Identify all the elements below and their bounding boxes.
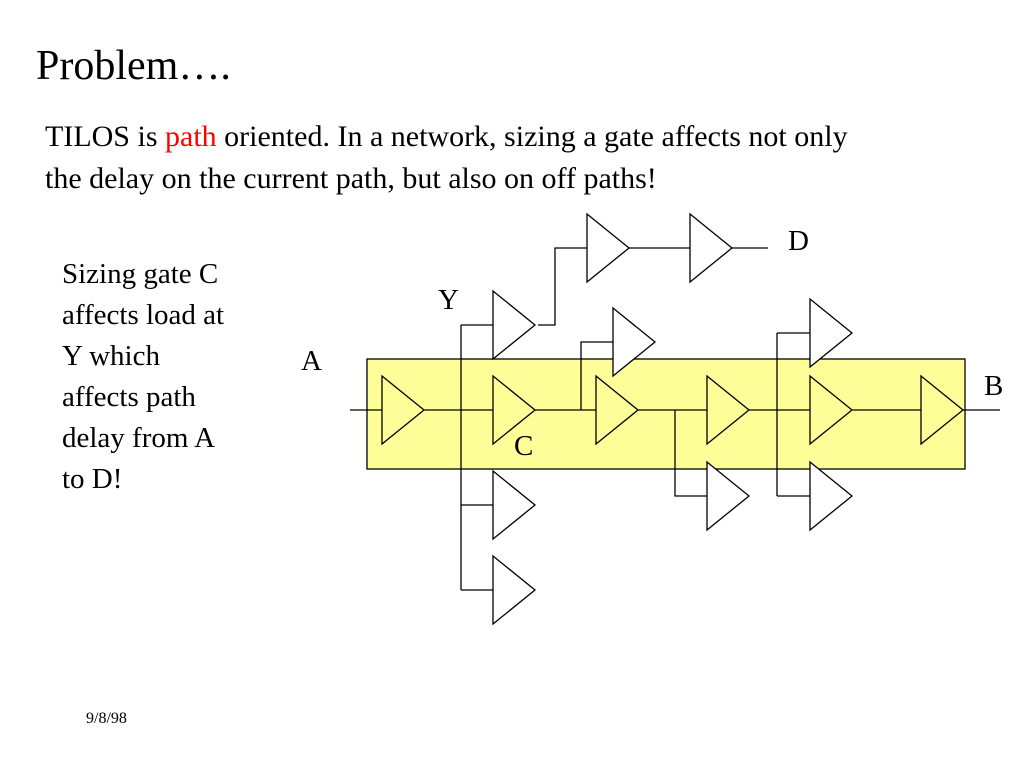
slide-title: Problem…. xyxy=(36,43,231,89)
side-text-line: affects load at xyxy=(62,299,225,331)
intro-line-1: TILOS is path oriented. In a network, si… xyxy=(45,120,848,154)
buffer-gate xyxy=(920,374,965,446)
side-text-line: Sizing gate C xyxy=(62,258,219,290)
side-text-line: delay from A xyxy=(62,422,216,454)
label-b: B xyxy=(984,370,1004,402)
buffer-gate xyxy=(809,297,854,369)
buffer-gate xyxy=(809,460,854,532)
label-y: Y xyxy=(438,284,459,316)
buffer-gate xyxy=(492,289,537,361)
highlight-word: path xyxy=(165,120,217,153)
buffer-gate xyxy=(492,469,537,541)
critical-path-box xyxy=(366,358,966,470)
buffer-gate xyxy=(689,212,734,284)
buffer-gate xyxy=(492,374,537,446)
side-text-line: affects path xyxy=(62,381,196,413)
label-c: C xyxy=(514,430,534,462)
wires xyxy=(350,247,1000,591)
side-text-line: to D! xyxy=(62,463,123,495)
buffer-gate xyxy=(492,554,537,626)
buffer-gate xyxy=(809,374,854,446)
buffer-gate xyxy=(381,374,426,446)
buffer-gate xyxy=(612,306,657,378)
label-d: D xyxy=(788,225,809,257)
buffer-gate xyxy=(706,460,751,532)
buffer-gate xyxy=(586,212,631,284)
buffer-gate xyxy=(595,374,640,446)
intro-text: TILOS is xyxy=(45,120,165,153)
intro-text: oriented. In a network, sizing a gate af… xyxy=(216,120,848,153)
intro-line-2: the delay on the current path, but also … xyxy=(45,162,657,195)
side-text-line: Y which xyxy=(62,340,160,372)
slide-date: 9/8/98 xyxy=(86,710,127,727)
label-a: A xyxy=(301,345,322,377)
buffer-gate xyxy=(706,374,751,446)
